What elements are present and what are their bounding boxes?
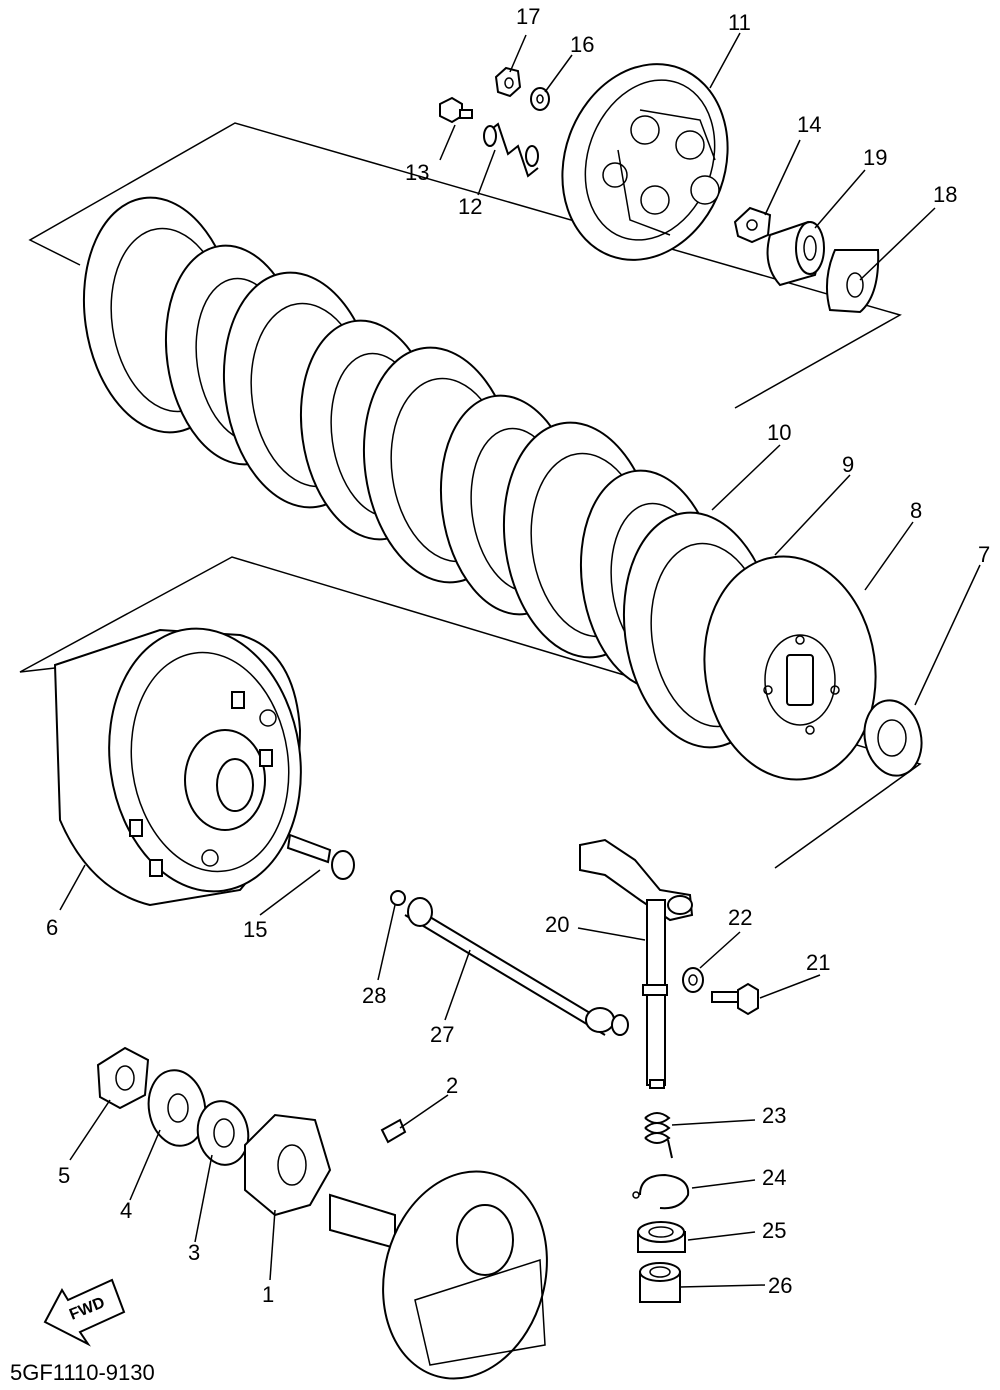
callout-11: 11 <box>728 10 751 35</box>
callout-4: 4 <box>120 1198 132 1223</box>
callout-10: 10 <box>767 420 791 445</box>
clutch-boss <box>703 555 877 781</box>
callout-16: 16 <box>570 32 594 57</box>
ball-28 <box>390 890 406 906</box>
crankshaft <box>329 1170 548 1380</box>
callout-27: 27 <box>430 1022 454 1047</box>
bearing-19 <box>766 220 825 287</box>
leader-lines <box>59 32 981 1288</box>
callout-6: 6 <box>46 915 58 940</box>
assembly-outline-lower <box>19 556 922 869</box>
pressure-plate <box>561 63 729 261</box>
callout-21: 21 <box>806 950 830 975</box>
assembly-outline-upper <box>28 122 902 409</box>
callout-15: 15 <box>243 917 267 942</box>
lock-washer-7 <box>863 699 923 777</box>
clutch-spring <box>483 122 539 178</box>
callout-24: 24 <box>762 1165 786 1190</box>
callout-5: 5 <box>58 1163 70 1188</box>
clutch-plate-stack <box>82 196 778 749</box>
callout-20: 20 <box>545 912 569 937</box>
spring-bolt <box>439 96 473 124</box>
callout-26: 26 <box>768 1273 792 1298</box>
nut-17 <box>494 66 522 98</box>
fwd-arrow-icon: FWD <box>43 1278 126 1347</box>
callout-14: 14 <box>797 112 821 137</box>
diagram-code: 5GF1110-9130 <box>10 1360 155 1385</box>
washer-16 <box>530 87 550 111</box>
callout-labels: 17 16 11 14 19 18 13 12 10 9 8 7 6 15 28… <box>46 4 990 1307</box>
callout-28: 28 <box>362 983 386 1008</box>
key-2 <box>380 1118 407 1144</box>
oil-seal-25 <box>637 1221 686 1253</box>
circlip-24 <box>632 1173 690 1210</box>
callout-12: 12 <box>458 194 482 219</box>
return-spring-23 <box>644 1112 673 1159</box>
washer-22 <box>682 967 704 993</box>
callout-8: 8 <box>910 498 922 523</box>
clutch-housing <box>53 627 302 907</box>
callout-25: 25 <box>762 1218 786 1243</box>
callout-2: 2 <box>446 1073 458 1098</box>
push-rod-27 <box>404 897 629 1036</box>
callout-1: 1 <box>262 1282 274 1307</box>
bearing-26 <box>639 1262 681 1303</box>
stud-15 <box>286 833 355 880</box>
callout-23: 23 <box>762 1103 786 1128</box>
lock-washer-4 <box>147 1069 207 1147</box>
push-plate-14 <box>733 206 772 244</box>
callout-18: 18 <box>933 182 957 207</box>
lock-washer-18 <box>825 249 880 314</box>
primary-drive-gear-1 <box>244 1113 332 1217</box>
callout-7: 7 <box>978 542 990 567</box>
callout-22: 22 <box>728 905 752 930</box>
callout-9: 9 <box>842 452 854 477</box>
callout-13: 13 <box>405 160 429 185</box>
callout-19: 19 <box>863 145 887 170</box>
bolt-21 <box>711 982 759 1016</box>
callout-17: 17 <box>516 4 540 29</box>
callout-3: 3 <box>188 1240 200 1265</box>
push-lever-shaft-20 <box>579 838 694 1089</box>
washer-3 <box>196 1100 250 1166</box>
nut-5 <box>96 1046 150 1110</box>
